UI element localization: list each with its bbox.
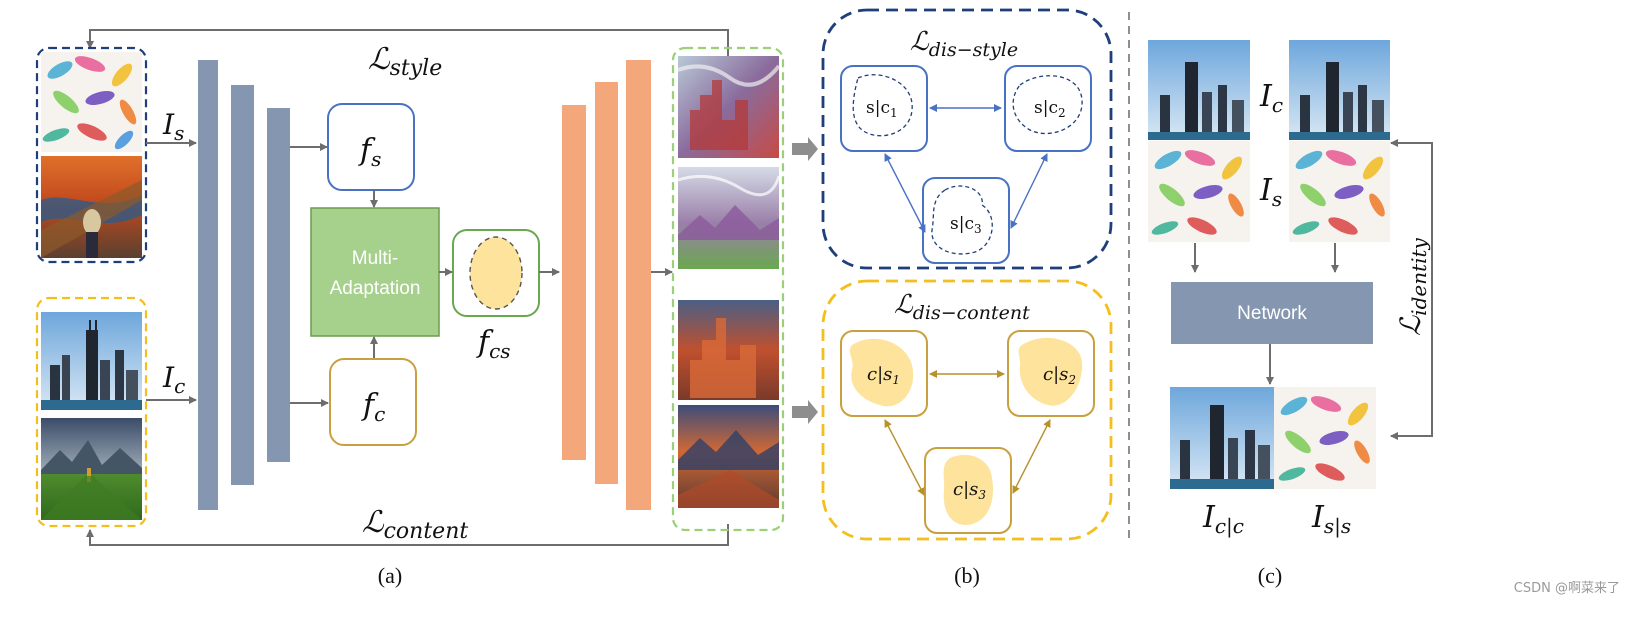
content-node-2-label: c|s2 <box>1043 364 1076 387</box>
dis-content-group <box>821 279 1113 541</box>
chicago-content-image <box>41 312 142 410</box>
multi-adaptation-line1: Multi- <box>352 248 398 269</box>
caption-c: (c) <box>1258 563 1282 588</box>
style-loss-arrow <box>86 29 729 58</box>
content-node-1-blob <box>849 338 914 407</box>
output-image-4 <box>678 405 779 508</box>
encoder-layer-2 <box>231 85 254 485</box>
ic-image-left <box>1148 40 1250 140</box>
content-edge-1-3 <box>884 419 925 496</box>
decoder-layer-1 <box>562 105 586 460</box>
network-label: Network <box>1237 303 1307 324</box>
style-node-3-label: s|c3 <box>950 214 982 236</box>
network-box <box>1171 282 1373 344</box>
output-image-2 <box>677 167 781 269</box>
output-image-1 <box>677 56 781 158</box>
content-node-3-label: c|s3 <box>953 479 986 502</box>
fc-box <box>329 358 417 446</box>
style-edge-1-3 <box>884 153 926 233</box>
content-node-2-blob <box>1018 337 1083 406</box>
is-label: Is <box>1259 173 1282 211</box>
content-node-1-label: c|s1 <box>867 364 900 387</box>
fcs-feature-blob <box>469 236 523 310</box>
panel-c: Ic Is Network <box>1148 40 1433 588</box>
input-s-label: Is <box>162 108 184 145</box>
iss-output-image <box>1274 387 1376 489</box>
multi-adaptation-line2: Adaptation <box>330 278 421 299</box>
iss-label: Is|s <box>1311 500 1351 539</box>
encoder-layer-1 <box>198 60 218 510</box>
scream-style-image <box>41 156 142 258</box>
style-node-3-blob <box>931 185 993 255</box>
icc-output-image <box>1170 387 1274 489</box>
content-loss-label: ℒcontent <box>362 505 468 544</box>
style-node-2 <box>1004 65 1092 152</box>
feathers-style-image <box>41 52 142 152</box>
fs-box <box>327 103 415 191</box>
dis-style-group <box>821 8 1113 270</box>
dis-content-label: ℒdis−content <box>894 290 1030 324</box>
ic-label: Ic <box>1259 79 1283 117</box>
output-image-3 <box>678 300 779 400</box>
is-image-left <box>1148 141 1250 242</box>
style-node-2-label: s|c2 <box>1034 98 1066 120</box>
content-input-group <box>35 296 148 528</box>
style-node-1-label: s|c1 <box>866 98 898 120</box>
decoder-layer-3 <box>626 60 651 510</box>
block-arrow-style <box>792 137 818 161</box>
rice-field-content-image <box>41 418 142 520</box>
icc-label: Ic|c <box>1202 500 1244 539</box>
fcs-label: fcs <box>476 325 511 363</box>
style-node-1-blob <box>852 74 913 137</box>
style-edge-2-3 <box>1010 153 1048 229</box>
style-node-2-blob <box>1012 75 1083 135</box>
identity-loss-label: ℒidentity <box>1394 237 1431 336</box>
watermark: CSDN @啊菜来了 <box>1514 581 1620 596</box>
caption-b: (b) <box>954 563 980 588</box>
content-edge-2-3 <box>1012 419 1051 494</box>
content-node-3-blob <box>943 454 993 526</box>
multi-adaptation-box <box>310 207 440 337</box>
stylized-output-group <box>671 46 785 532</box>
block-arrow-content <box>792 400 818 424</box>
caption-a: (a) <box>378 563 402 588</box>
content-loss-arrow <box>86 524 729 546</box>
ic-image-right <box>1289 40 1390 140</box>
dis-style-label: ℒdis−style <box>910 27 1018 61</box>
is-image-right <box>1289 141 1390 242</box>
style-node-1 <box>840 65 928 152</box>
identity-loss-bracket <box>1390 139 1433 440</box>
input-c-label: Ic <box>162 361 185 398</box>
panel-b: ℒdis−style s|c1 s|c2 s|c3 ℒdis−content c… <box>821 8 1113 588</box>
style-loss-label: ℒstyle <box>368 42 442 81</box>
style-input-group <box>35 46 148 264</box>
decoder-layer-2 <box>595 82 618 484</box>
panel-a: ℒstyle ℒcontent <box>35 29 785 588</box>
encoder-layer-3 <box>267 108 290 462</box>
